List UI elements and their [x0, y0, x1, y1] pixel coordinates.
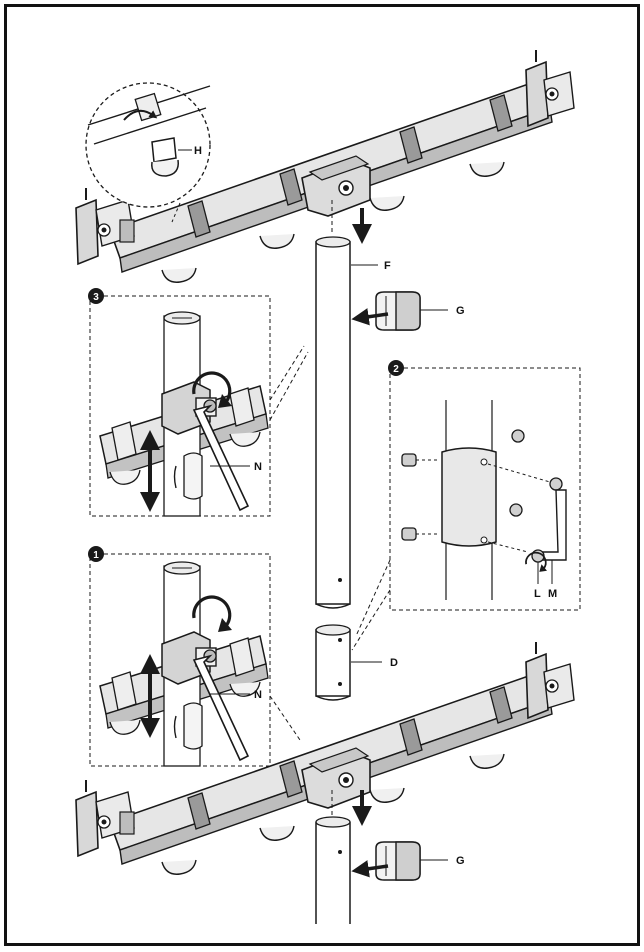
- step-2-panel: [351, 367, 581, 651]
- detail-h-zoom: [85, 82, 211, 223]
- label-h: H: [194, 145, 202, 157]
- label-l: L: [534, 588, 541, 600]
- step-2-badge: [388, 360, 404, 376]
- step-3-number: 3: [93, 292, 99, 303]
- left-arrow-icon-top: [351, 308, 389, 326]
- step-1-badge: [88, 546, 104, 562]
- label-g-top: G: [456, 305, 465, 317]
- pole-f: [315, 236, 351, 609]
- step-1-number: 1: [93, 550, 99, 561]
- label-g-bottom: G: [456, 855, 465, 867]
- label-f: F: [384, 260, 391, 272]
- label-n-step3: N: [254, 461, 262, 473]
- step-2-number: 2: [393, 364, 399, 375]
- label-m: M: [548, 588, 557, 600]
- left-arrow-icon-bottom: [351, 860, 389, 878]
- label-n-step1: N: [254, 689, 262, 701]
- pole-bottom: [315, 816, 351, 924]
- page-frame: [4, 4, 640, 946]
- step-3-panel: [89, 295, 309, 517]
- sleeve-d: [315, 624, 351, 701]
- step-1-panel: [89, 553, 301, 767]
- clip-g-bottom: [375, 841, 421, 881]
- label-d: D: [390, 657, 398, 669]
- clip-g-top: [375, 291, 421, 331]
- step-3-badge: [88, 288, 104, 304]
